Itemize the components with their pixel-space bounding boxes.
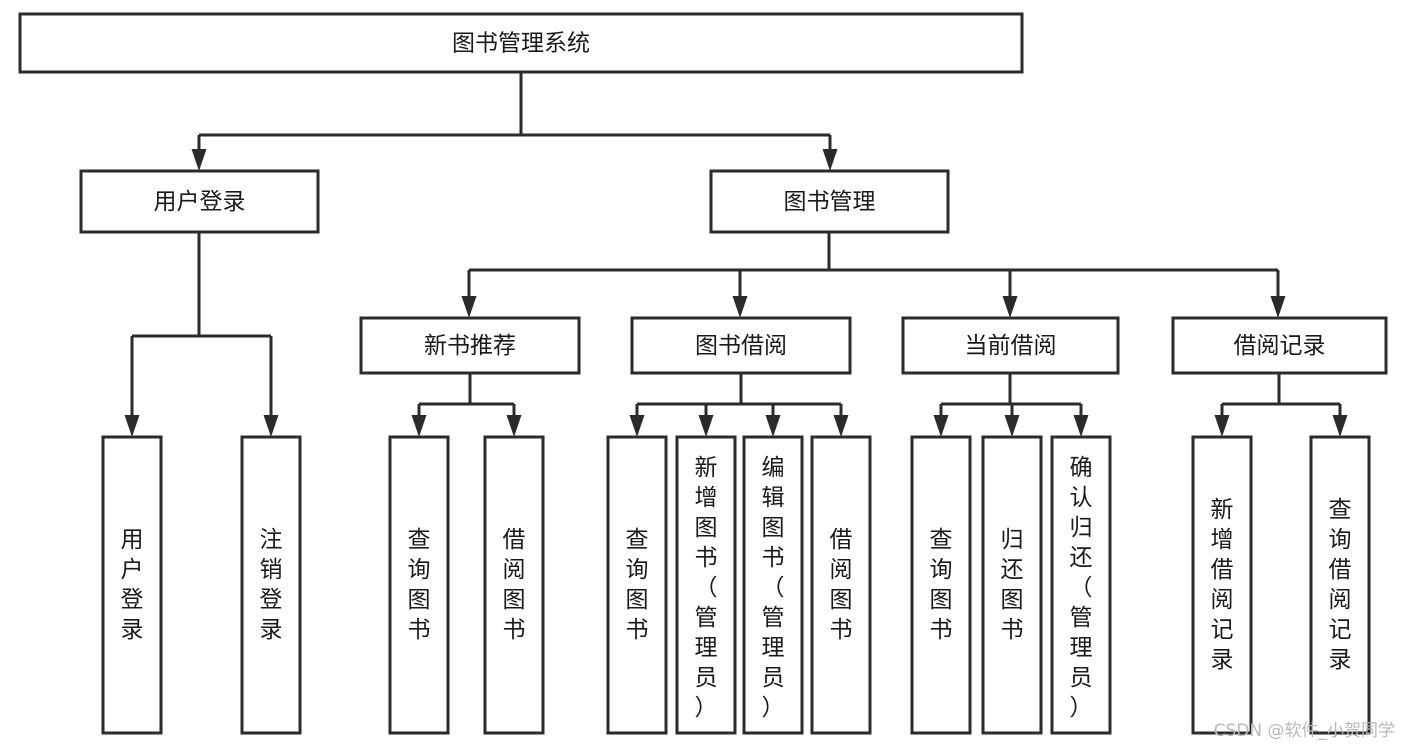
node-box[interactable]: [388, 435, 450, 735]
connector-newbookrec-to-leaves: [411, 373, 522, 437]
node-box[interactable]: [18, 12, 1024, 74]
node-label: 确认归还（管理员）: [1070, 455, 1093, 721]
node-layer: 图书管理系统用户登录图书管理新书推荐图书借阅当前借阅借阅记录用户登录注销登录查询…: [18, 12, 1388, 735]
node-leaf-rec-borrow-book[interactable]: 借阅图书: [483, 435, 545, 735]
node-book-manage[interactable]: 图书管理: [709, 169, 950, 234]
node-borrow-record[interactable]: 借阅记录: [1171, 316, 1388, 375]
arrowhead-icon: [732, 296, 748, 318]
arrowhead-icon: [765, 415, 781, 437]
connector-borrowrecord-to-leaves: [1214, 373, 1348, 437]
node-leaf-rec-query-book[interactable]: 查询图书: [388, 435, 450, 735]
arrowhead-icon: [461, 296, 477, 318]
node-box[interactable]: [709, 169, 950, 234]
arrowhead-icon: [698, 415, 714, 437]
node-leaf-current-return-book[interactable]: 归还图书: [981, 435, 1043, 735]
node-label: 当前借阅: [965, 333, 1057, 359]
node-box[interactable]: [101, 435, 163, 735]
node-label: 借阅图书: [503, 527, 526, 643]
node-leaf-record-query[interactable]: 查询借阅记录: [1309, 435, 1371, 735]
arrowhead-icon: [124, 415, 140, 437]
arrowhead-icon: [833, 415, 849, 437]
node-leaf-user-login[interactable]: 用户登录: [101, 435, 163, 735]
node-label: 图书管理系统: [452, 31, 590, 57]
connector-root-to-level1: [191, 72, 838, 171]
node-leaf-borrow-add-book[interactable]: 新增图书（管理员）: [675, 435, 737, 735]
node-leaf-record-add[interactable]: 新增借阅记录: [1191, 435, 1253, 735]
node-label: 查询图书: [930, 527, 953, 643]
node-box[interactable]: [981, 435, 1043, 735]
node-box[interactable]: [810, 435, 872, 735]
arrowhead-icon: [506, 415, 522, 437]
node-box[interactable]: [901, 316, 1120, 375]
node-label: 借阅记录: [1234, 333, 1326, 359]
arrowhead-icon: [629, 415, 645, 437]
node-leaf-current-confirm-return[interactable]: 确认归还（管理员）: [1050, 435, 1112, 735]
node-label: 新书推荐: [424, 333, 516, 359]
node-label: 新增图书（管理员）: [695, 455, 718, 721]
node-new-book-rec[interactable]: 新书推荐: [359, 316, 581, 375]
node-box[interactable]: [359, 316, 581, 375]
node-label: 注销登录: [260, 527, 283, 643]
arrowhead-icon: [411, 415, 427, 437]
node-box[interactable]: [79, 169, 320, 234]
node-root[interactable]: 图书管理系统: [18, 12, 1024, 74]
node-box[interactable]: [483, 435, 545, 735]
node-label: 查询借阅记录: [1329, 497, 1352, 673]
node-leaf-user-logout[interactable]: 注销登录: [240, 435, 302, 735]
node-leaf-current-query-book[interactable]: 查询图书: [910, 435, 972, 735]
arrowhead-icon: [263, 415, 279, 437]
arrowhead-icon: [1073, 415, 1089, 437]
node-label: 查询图书: [626, 527, 649, 643]
node-label: 查询图书: [408, 527, 431, 643]
node-book-borrow[interactable]: 图书借阅: [630, 316, 852, 375]
node-leaf-borrow-edit-book[interactable]: 编辑图书（管理员）: [742, 435, 804, 735]
node-label: 新增借阅记录: [1211, 497, 1234, 673]
node-current-borrow[interactable]: 当前借阅: [901, 316, 1120, 375]
node-box[interactable]: [675, 435, 737, 735]
node-box[interactable]: [240, 435, 302, 735]
arrowhead-icon: [1214, 415, 1230, 437]
node-label: 用户登录: [154, 189, 246, 215]
connector-bookborrow-to-leaves: [629, 373, 849, 437]
node-label: 图书管理: [784, 189, 876, 215]
arrowhead-icon: [191, 149, 207, 171]
arrowhead-icon: [822, 149, 838, 171]
node-label: 归还图书: [1001, 527, 1024, 643]
node-leaf-borrow-lend-book[interactable]: 借阅图书: [810, 435, 872, 735]
arrowhead-icon: [1004, 415, 1020, 437]
node-box[interactable]: [1191, 435, 1253, 735]
node-box[interactable]: [1050, 435, 1112, 735]
node-box[interactable]: [1309, 435, 1371, 735]
arrowhead-icon: [1002, 296, 1018, 318]
arrowhead-icon: [933, 415, 949, 437]
connector-userlogin-to-leaves: [124, 232, 279, 437]
node-box[interactable]: [606, 435, 668, 735]
connector-layer: [124, 72, 1348, 437]
connector-bookmanage-to-level2: [461, 232, 1286, 318]
node-label: 借阅图书: [830, 527, 853, 643]
connector-currentborrow-to-leaves: [933, 373, 1089, 437]
node-box[interactable]: [742, 435, 804, 735]
node-box[interactable]: [1171, 316, 1388, 375]
node-leaf-borrow-query-book[interactable]: 查询图书: [606, 435, 668, 735]
node-box[interactable]: [630, 316, 852, 375]
node-label: 用户登录: [121, 527, 144, 643]
node-user-login[interactable]: 用户登录: [79, 169, 320, 234]
arrowhead-icon: [1332, 415, 1348, 437]
node-label: 图书借阅: [695, 333, 787, 359]
arrowhead-icon: [1270, 296, 1286, 318]
node-label: 编辑图书（管理员）: [762, 455, 785, 721]
node-box[interactable]: [910, 435, 972, 735]
